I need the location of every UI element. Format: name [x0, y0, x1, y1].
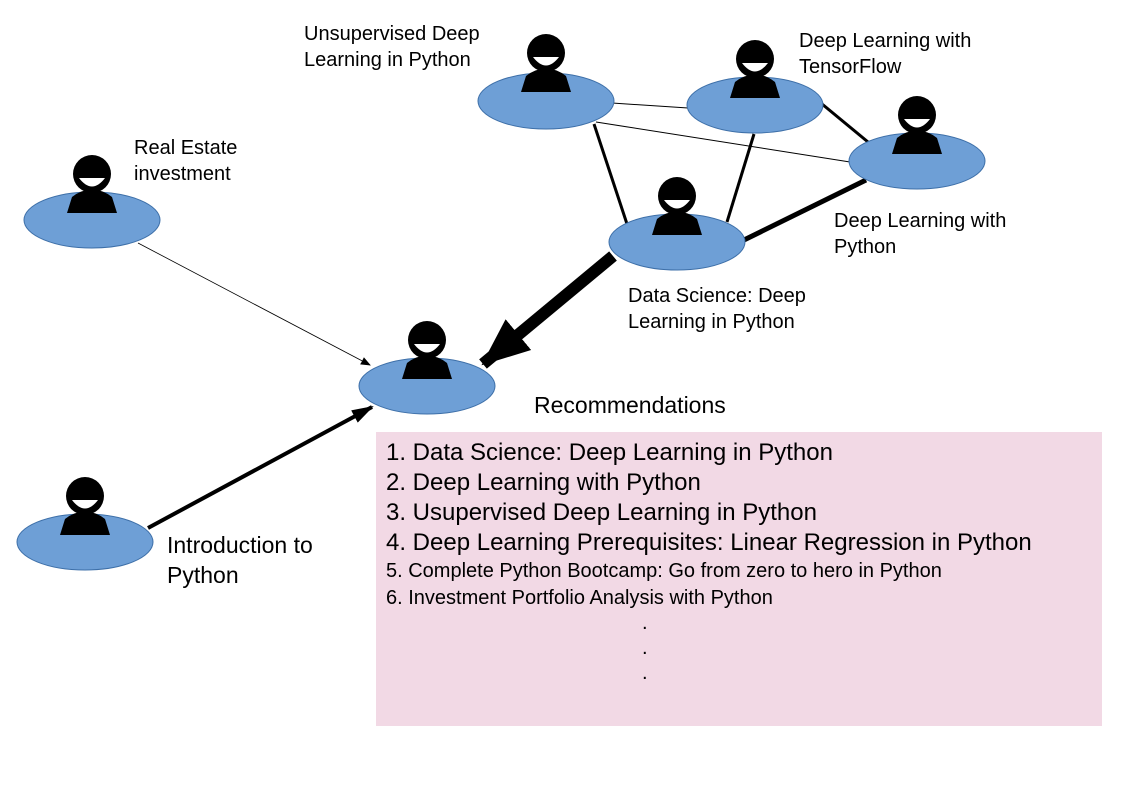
recommendations-list: 1. Data Science: Deep Learning in Python…: [376, 432, 1102, 612]
person-icon: [67, 155, 117, 213]
node-label-ds-dl: Data Science: Deep Learning in Python: [628, 285, 806, 333]
recommendation-item: 3. Usupervised Deep Learning in Python: [386, 499, 817, 526]
node-target: [358, 321, 496, 415]
recommendation-item: 1. Data Science: Deep Learning in Python: [386, 439, 833, 466]
recommendation-item: 4. Deep Learning Prerequisites: Linear R…: [386, 529, 1032, 556]
edge-real-estate-target: [137, 242, 371, 366]
recommendations-box: 1. Data Science: Deep Learning in Python…: [376, 432, 1102, 726]
node-label-real-estate: Real Estate investment: [134, 137, 238, 185]
node-ds-dl: [608, 177, 746, 271]
recommendation-item: 2. Deep Learning with Python: [386, 469, 701, 496]
edge-tensorflow-ds-dl: [725, 133, 756, 223]
recommendation-item: 6. Investment Portfolio Analysis with Py…: [386, 587, 773, 609]
person-icon: [60, 477, 110, 535]
node-label-dl-python: Deep Learning with Python: [834, 210, 1007, 258]
node-unsupervised: [477, 34, 615, 130]
node-real-estate: [23, 155, 161, 249]
recommendations-title: Recommendations: [534, 392, 726, 418]
person-icon: [521, 34, 571, 92]
person-icon: [730, 40, 780, 98]
edge-tensorflow-dl-python: [821, 102, 869, 144]
edge-dl-python-ds-dl: [742, 177, 868, 243]
node-intro-python: [16, 477, 154, 571]
edge-unsupervised-dl-python: [595, 121, 851, 163]
edge-unsupervised-tensorflow: [611, 102, 689, 109]
ellipsis-dot: .: [642, 612, 648, 634]
node-label-intro-python: Introduction to Python: [167, 532, 313, 588]
ellipsis-dot: .: [642, 662, 648, 684]
recommendation-item: 5. Complete Python Bootcamp: Go from zer…: [386, 560, 942, 582]
ellipsis-dot: .: [642, 637, 648, 659]
node-label-unsupervised: Unsupervised Deep Learning in Python: [304, 23, 480, 71]
node-label-tensorflow: Deep Learning with TensorFlow: [799, 30, 972, 78]
node-dl-python: [848, 96, 986, 190]
node-tensorflow: [686, 40, 824, 134]
edge-ds-dl-target: [479, 251, 617, 369]
person-icon: [652, 177, 702, 235]
edge-intro-python-target: [147, 405, 374, 530]
person-icon: [402, 321, 452, 379]
person-icon: [892, 96, 942, 154]
edge-unsupervised-ds-dl: [592, 123, 629, 225]
